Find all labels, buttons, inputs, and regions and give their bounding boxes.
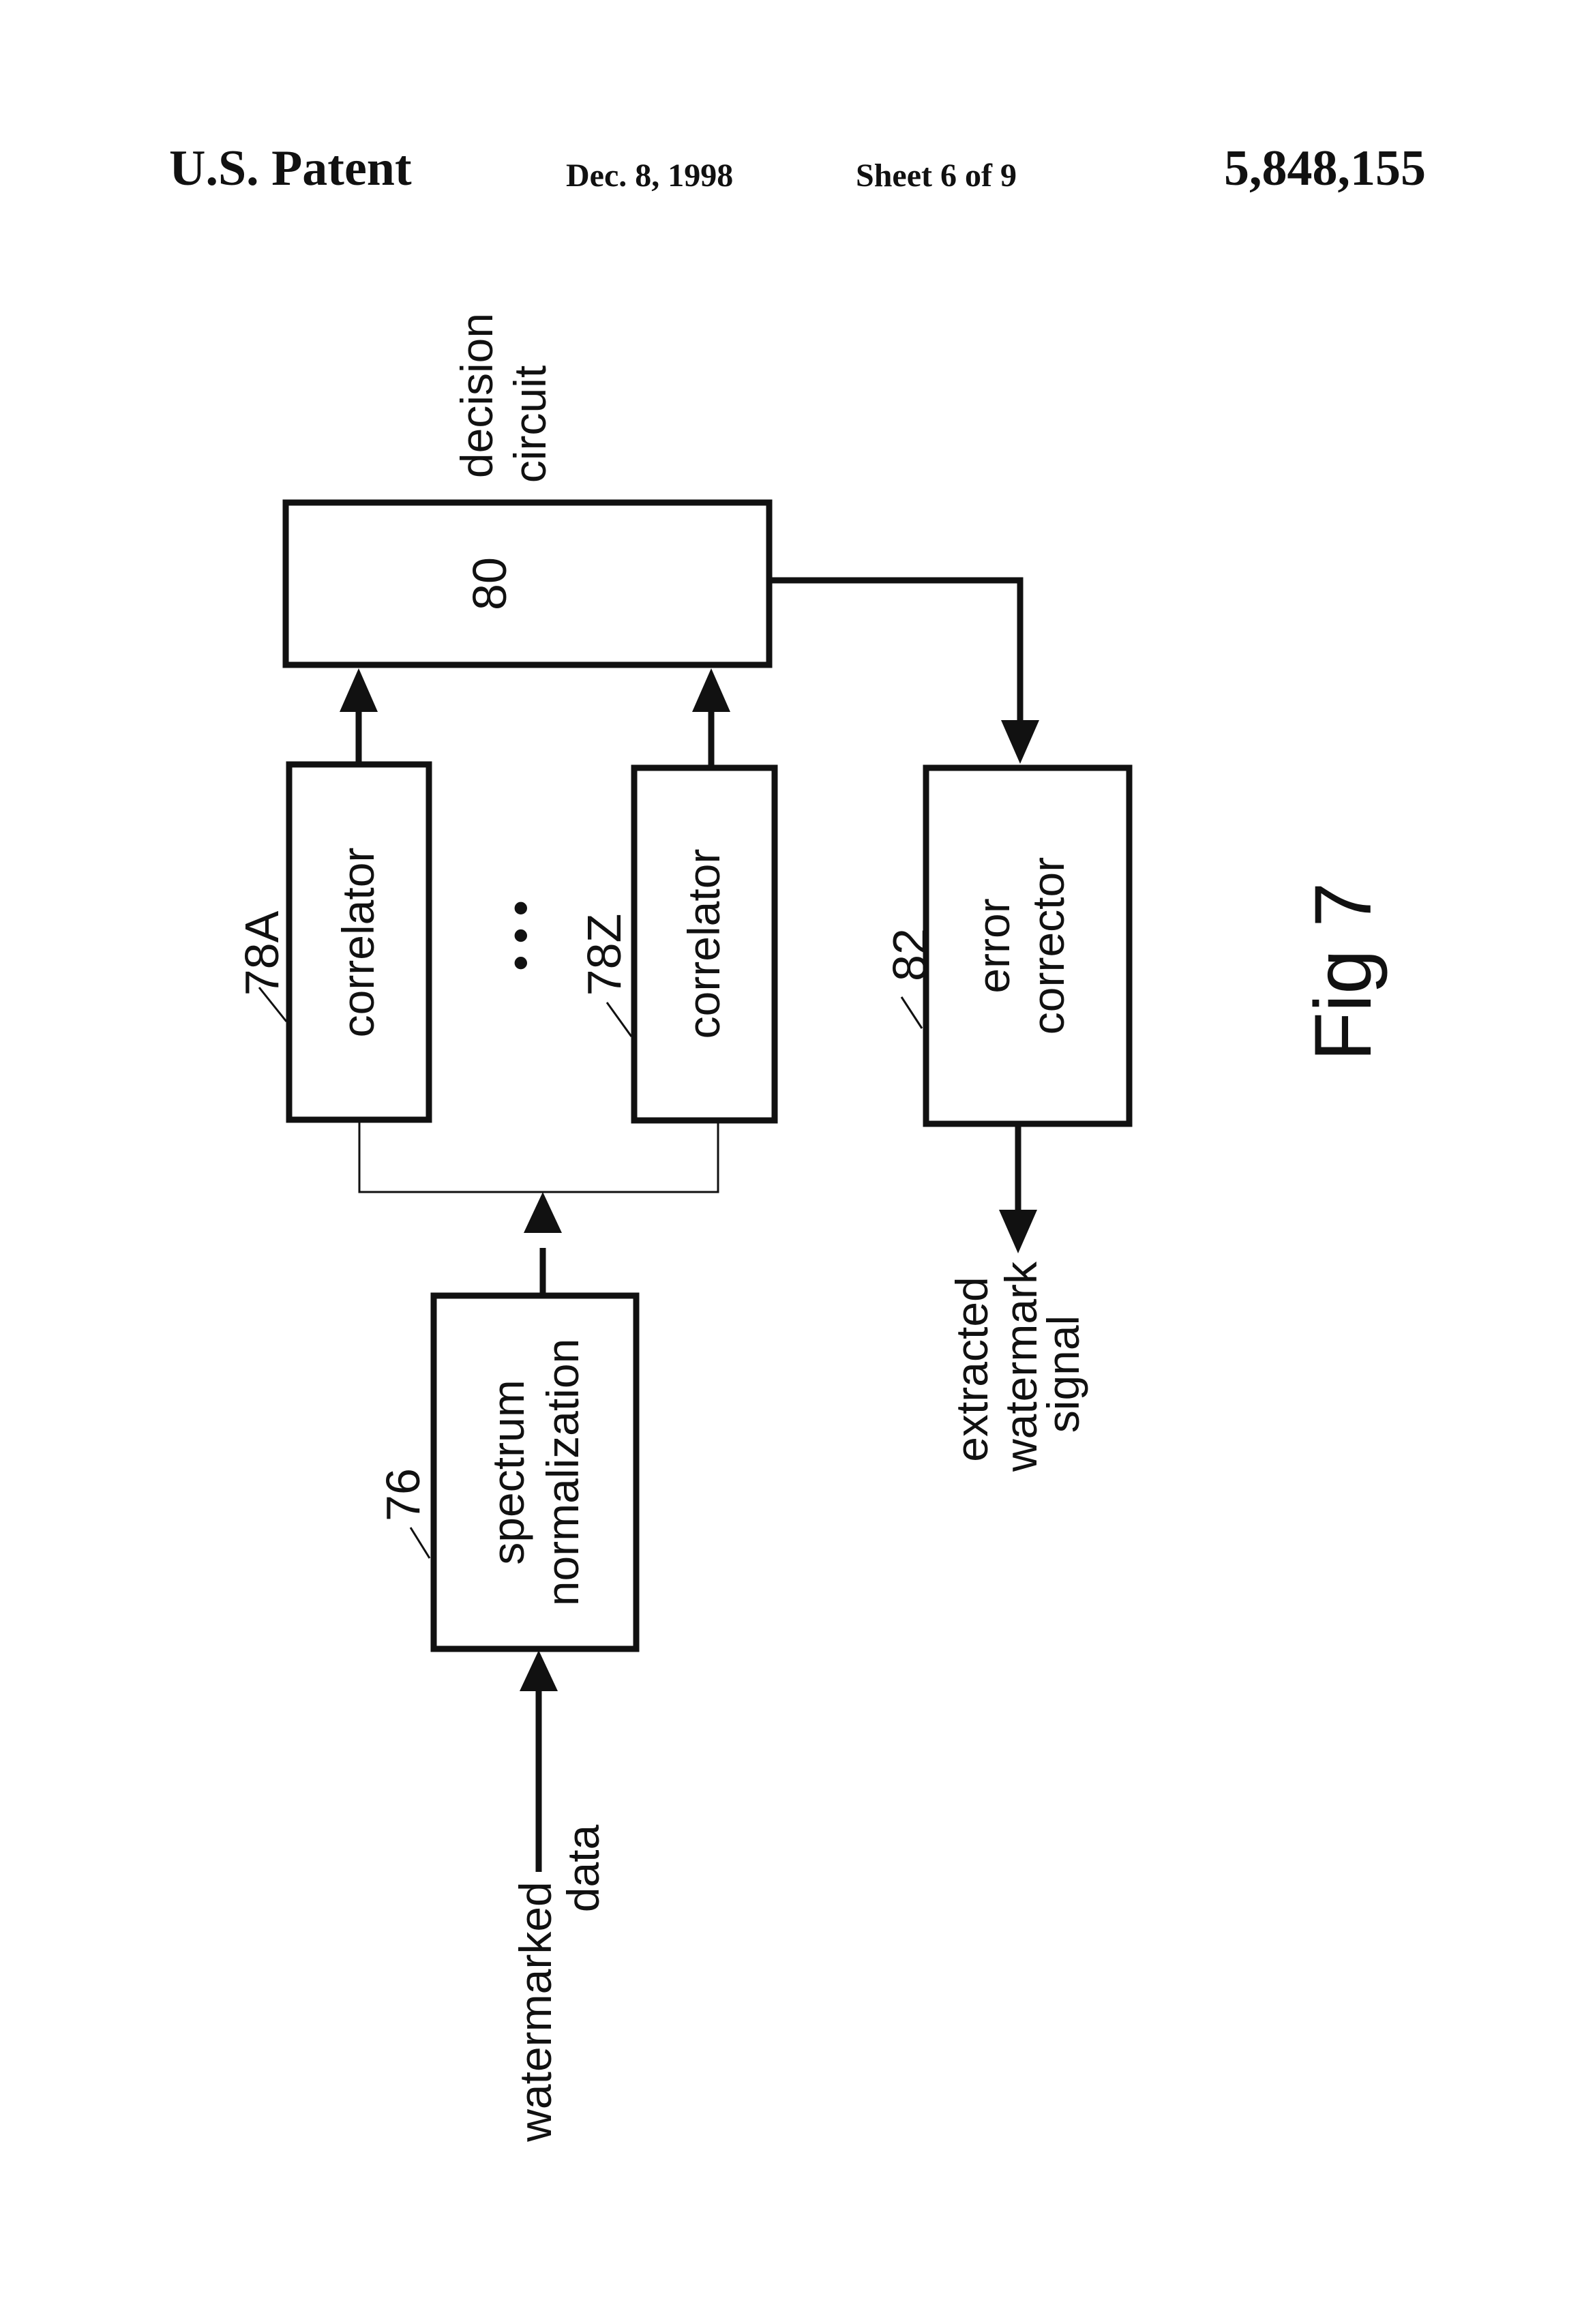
input-arrowhead [520,1650,558,1691]
error-corrector-label-line1: error [968,898,1019,993]
decision-to-corrector-line [769,580,1020,723]
ref-78z-leader [607,1002,631,1037]
ellipsis: • • • [496,901,545,971]
ref-76: 76 [376,1468,430,1521]
output-label-line1: extracted [946,1277,997,1461]
correlator-78a-label: correlator [333,848,383,1038]
decision-to-corrector-arrowhead [1001,720,1039,764]
correlator-78z-output-arrowhead [692,668,730,712]
ref-76-leader [411,1528,430,1558]
output-arrowhead [999,1210,1037,1253]
output-label-line3: signal [1038,1315,1088,1433]
input-label-line2: data [558,1824,608,1912]
spectrum-normalization-label-line1: spectrum [483,1380,533,1564]
ref-80: 80 [463,557,516,610]
correlator-78a-output-arrowhead [340,668,378,712]
ref-82: 82 [883,928,936,981]
ref-78a: 78A [235,910,288,996]
ref-78z: 78Z [578,914,631,996]
spectrum-normalization-label-line2: normalization [537,1339,588,1607]
figure-caption: Fig 7 [1298,882,1388,1061]
correlator-bracket [359,1122,718,1192]
correlator-78z-label: correlator [678,849,729,1039]
decision-circuit-label-line2: circuit [505,366,555,483]
error-corrector-label-line2: corrector [1023,857,1073,1034]
spectrum-normalization-block [434,1296,636,1649]
spectrum-to-bracket-arrowhead [524,1192,562,1233]
input-label-line1: watermarked [510,1881,561,2142]
decision-circuit-block [286,503,769,665]
ref-82-leader [901,997,922,1028]
decision-circuit-label-line1: decision [451,313,502,478]
